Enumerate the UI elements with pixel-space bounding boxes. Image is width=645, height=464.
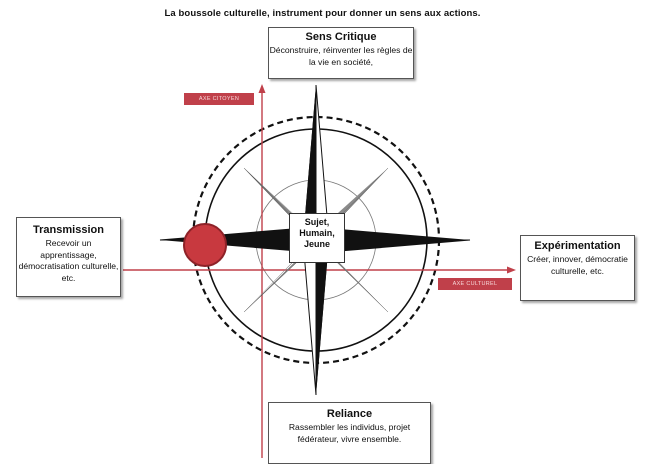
axis-citoyen-label: AXE CITOYEN	[184, 93, 254, 105]
center-label-box: Sujet, Humain, Jeune	[289, 213, 345, 263]
sens-critique-heading: Sens Critique	[305, 31, 377, 43]
sens-critique-text: Déconstruire, réinventer les règles de l…	[269, 45, 413, 67]
axis-culturel-arrow	[507, 266, 516, 274]
experimentation-box: Expérimentation Créer, innover, démocrat…	[520, 235, 635, 301]
center-line-3: Jeune	[303, 239, 330, 249]
center-line-2: Humain,	[299, 228, 335, 238]
transmission-box: Transmission Recevoir un apprentissage, …	[16, 217, 121, 297]
transmission-text: Recevoir un apprentissage, démocratisati…	[18, 238, 119, 283]
needle-north-dark	[304, 85, 316, 240]
sens-critique-box: Sens Critique Déconstruire, réinventer l…	[268, 27, 414, 79]
transmission-heading: Transmission	[33, 224, 104, 236]
experimentation-heading: Expérimentation	[534, 240, 621, 252]
needle-south-dark	[316, 240, 328, 395]
position-marker	[183, 223, 227, 267]
axis-culturel-label: AXE CULTUREL	[438, 278, 512, 290]
center-line-1: Sujet,	[304, 217, 330, 227]
diagram-title: La boussole culturelle, instrument pour …	[164, 8, 481, 19]
reliance-text: Rassembler les individus, projet fédérat…	[288, 422, 411, 444]
axis-citoyen-arrow	[258, 84, 266, 93]
experimentation-text: Créer, innover, démocratie culturelle, e…	[527, 254, 628, 276]
needle-east-dark	[316, 240, 470, 252]
reliance-box: Reliance Rassembler les individus, proje…	[268, 402, 431, 464]
reliance-heading: Reliance	[326, 408, 373, 420]
